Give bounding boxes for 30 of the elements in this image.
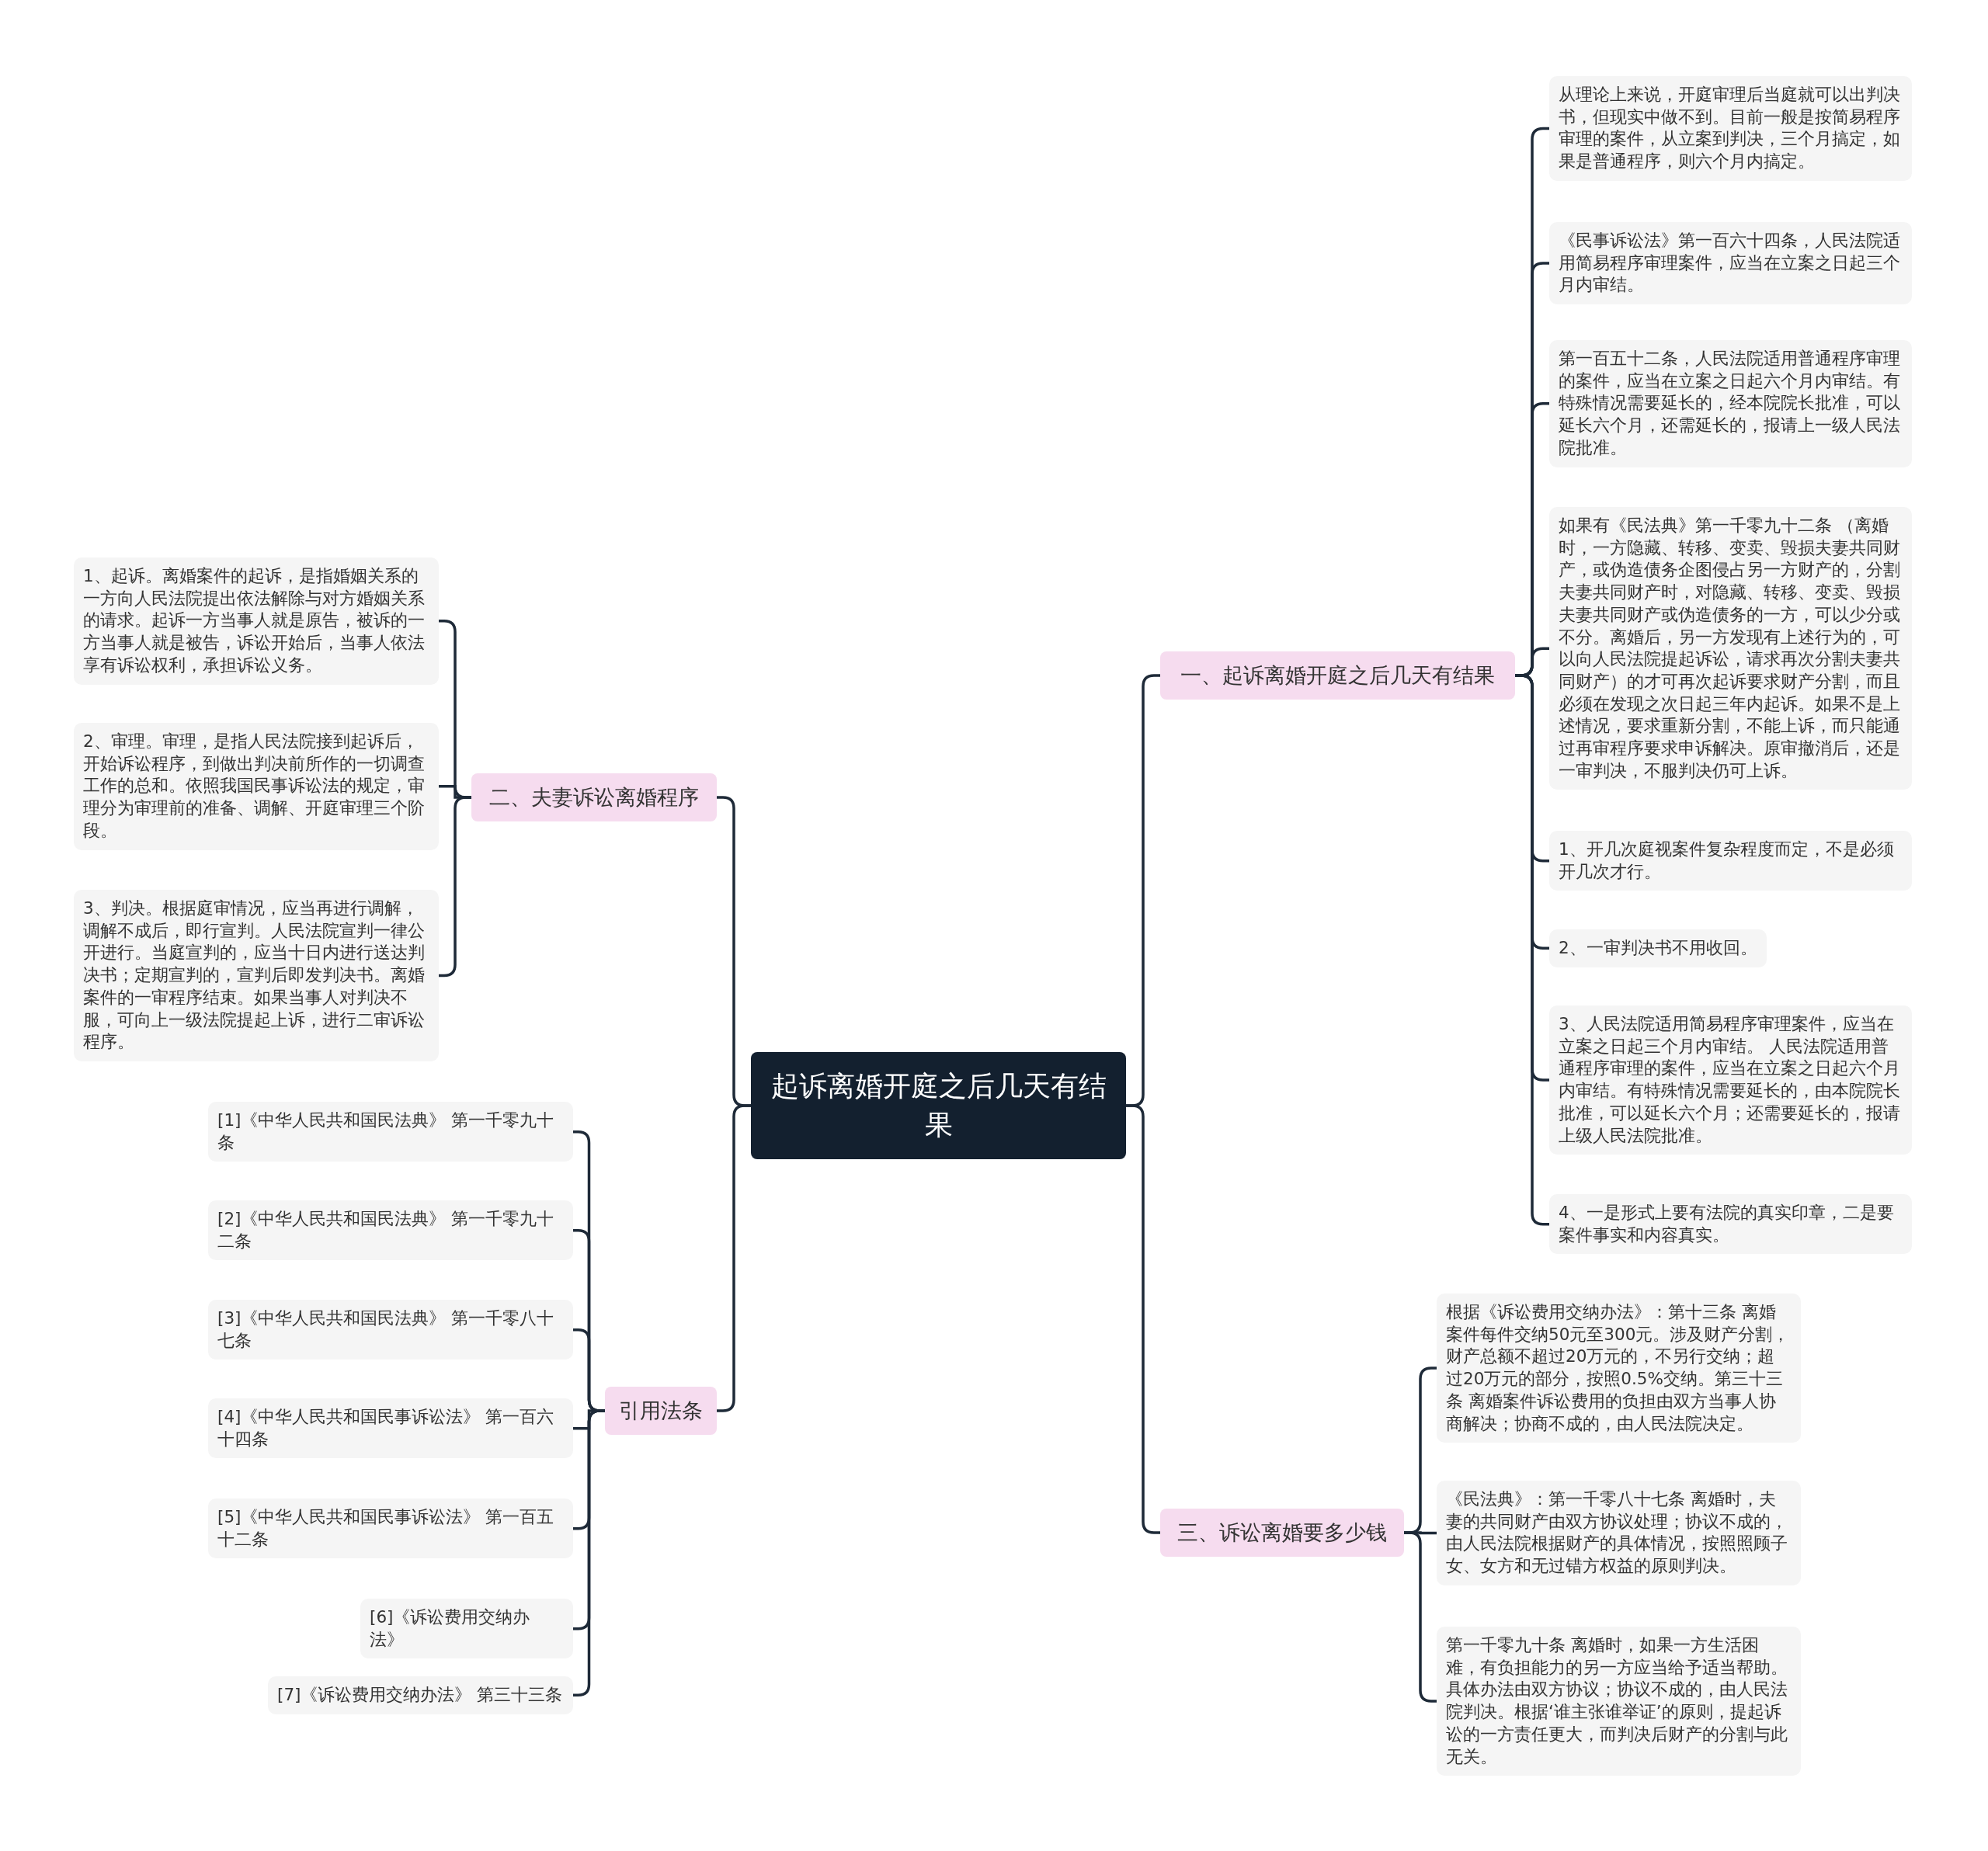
note-box: 第一千零九十条 离婚时，如果一方生活困难，有负担能力的另一方应当给予适当帮助。具体办法由双方协议；协议不成的，由人民法院判决。根据‘谁主张谁举证’的原则，提起诉讼的一方责任更大，而判决后财产的分割与此无关。 [1437,1627,1801,1776]
note-box: 根据《诉讼费用交纳办法》：第十三条 离婚案件每件交纳50元至300元。涉及财产分割，财产总额不超过20万元的，不另行交纳；超过20万元的部分，按照0.5%交纳。第三十三条 离婚案件诉讼费用的负担由双方当事人协商解决；协商不成的，由人民法院决定。 [1437,1294,1801,1443]
connector-line [1404,1531,1437,1703]
note-box: [6]《诉讼费用交纳办法》 [360,1599,573,1659]
note-box: 1、起诉。离婚案件的起诉，是指婚姻关系的一方向人民法院提出依法解除与对方婚姻关系的请求。起诉一方当事人就是原告，被诉的一方当事人就是被告，诉讼开始后，当事人依法享有诉讼权利，承担诉讼义务。 [74,557,439,685]
note-box: [1]《中华人民共和国民法典》 第一千零九十条 [208,1102,573,1162]
topic-box: 引用法条 [605,1387,717,1435]
note-box: 如果有《民法典》第一千零九十二条 （离婚时，一方隐藏、转移、变卖、毁损夫妻共同财产，或伪造债务企图侵占另一方财产的，分割夫妻共同财产时，对隐藏、转移、变卖、毁损夫妻共同财产或伪造债务的一方，可以少分或不分。离婚后，另一方发现有上述行为的，可以向人民法院提起诉讼，请求再次分割夫妻共同财产）的才可再次起诉要求财产分割，而且必须在发现之次日起三年内起诉。如果不是上述情况，要求重新分割，不能上诉，而只能通过再审程序要求申诉解决。原审撤消后，还是一审判决，不服判决仍可上诉。 [1549,507,1912,790]
connector-line [1126,1104,1160,1534]
connector-line [717,1104,751,1412]
topic-box: 三、诉讼离婚要多少钱 [1160,1509,1404,1557]
topic-box: 二、夫妻诉讼离婚程序 [471,773,717,821]
note-box: 3、判决。根据庭审情况，应当再进行调解，调解不成后，即行宣判。人民法院宣判一律公开进行。当庭宣判的，应当十日内进行送达判决书；定期宣判的，宣判后即发判决书。离婚案件的一审程序结束。如果当事人对判决不服，可向上一级法院提起上诉，进行二审诉讼程序。 [74,890,439,1061]
central-topic-box: 起诉离婚开庭之后几天有结果 [751,1052,1126,1159]
topic-box: 一、起诉离婚开庭之后几天有结果 [1160,651,1515,700]
note-box: 《民事诉讼法》第一百六十四条，人民法院适用简易程序审理案件，应当在立案之日起三个月内审结。 [1549,222,1912,305]
note-box: 3、人民法院适用简易程序审理案件，应当在立案之日起三个月内审结。 人民法院适用普通程序审理的案件，应当在立案之日起六个月内审结。有特殊情况需要延长的，由本院院长批准，可以延长六个月；还需要延长的，报请上级人民法院批准。 [1549,1005,1912,1155]
note-box: 从理论上来说，开庭审理后当庭就可以出判决书，但现实中做不到。目前一般是按简易程序审理的案件，从立案到判决，三个月搞定，如果是普通程序，则六个月内搞定。 [1549,76,1912,181]
note-box: 第一百五十二条，人民法院适用普通程序审理的案件，应当在立案之日起六个月内审结。有特殊情况需要延长的，经本院院长批准，可以延长六个月，还需延长的，报请上一级人民法院批准。 [1549,340,1912,467]
note-box: 1、开几次庭视案件复杂程度而定，不是必须开几次才行。 [1549,831,1912,891]
note-box: 《民法典》：第一千零八十七条 离婚时，夫妻的共同财产由双方协议处理；协议不成的，由人民法院根据财产的具体情况，按照照顾子女、女方和无过错方权益的原则判决。 [1437,1481,1801,1585]
note-box: [4]《中华人民共和国民事诉讼法》 第一百六十四条 [208,1398,573,1459]
note-box: [3]《中华人民共和国民法典》 第一千零八十七条 [208,1300,573,1360]
note-box: [7]《诉讼费用交纳办法》 第三十三条 [268,1676,573,1714]
note-box: [2]《中华人民共和国民法典》 第一千零九十二条 [208,1200,573,1261]
note-box: 2、一审判决书不用收回。 [1549,929,1767,967]
connector-line [439,796,471,978]
note-box: 4、一是形式上要有法院的真实印章，二是要案件事实和内容真实。 [1549,1194,1912,1255]
note-box: 2、审理。审理，是指人民法院接到起诉后，开始诉讼程序，到做出判决前所作的一切调查工作的总和。依照我国民事诉讼法的规定，审理分为审理前的准备、调解、开庭审理三个阶段。 [74,723,439,850]
note-box: [5]《中华人民共和国民事诉讼法》 第一百五十二条 [208,1499,573,1559]
